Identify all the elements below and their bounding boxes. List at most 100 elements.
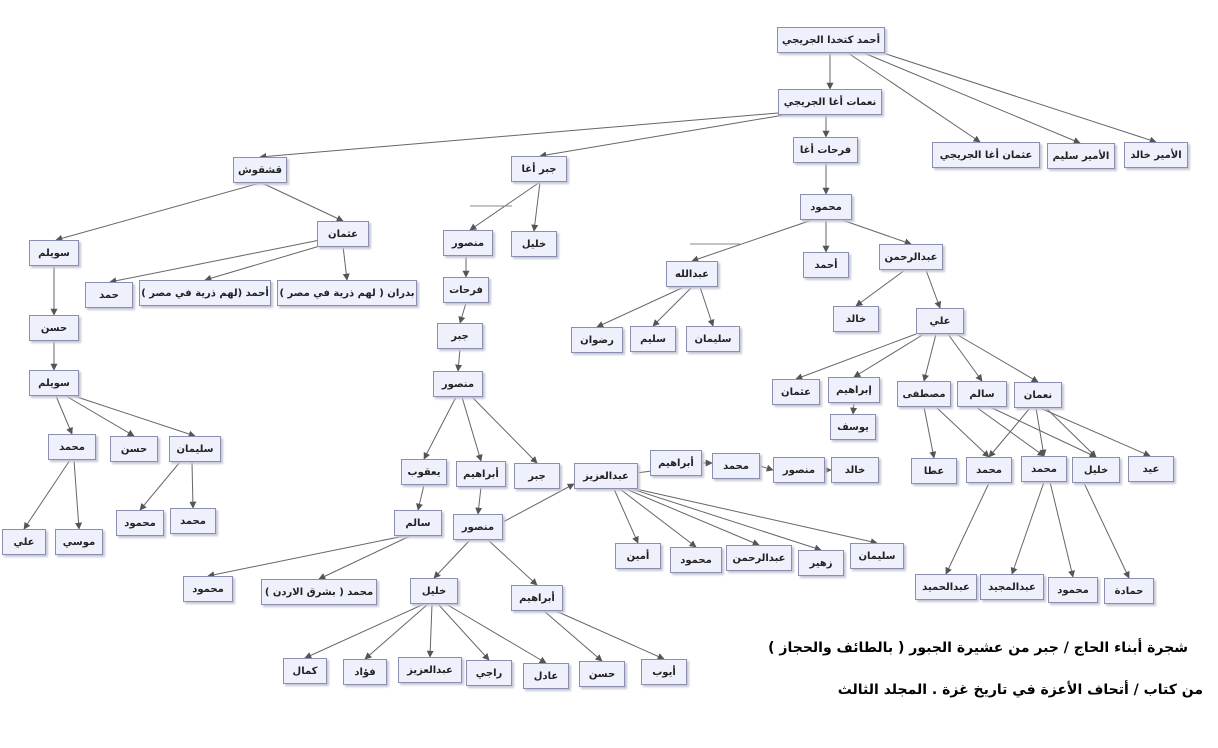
tree-node: حمادة [1104,578,1154,604]
tree-node: حسن [29,315,79,341]
tree-node: خليل [511,231,557,257]
tree-node: عبدالمجيد [980,574,1044,600]
connector-line [261,182,344,222]
tree-node: محمد [48,434,96,460]
connector-line [304,603,425,659]
connector-line [1035,407,1047,457]
tree-node: عثمان [317,221,369,247]
connector-line [652,286,693,327]
connector-line [850,402,858,415]
tree-node: محمود [183,576,233,602]
tree-node: محمد [712,453,760,479]
tree-node: أحمد (لهم ذرية في مصر ) [139,280,271,306]
connector-line [613,488,639,544]
connector-line [863,52,1081,144]
tree-node: محمود [116,510,164,536]
connector-line [947,333,983,382]
tree-node: عثمان أغا الجريجي [932,142,1040,168]
connector-line [487,539,538,586]
connector-line [364,603,429,660]
connector-line [795,333,917,381]
tree-node: سويلم [29,370,79,396]
connector-line [461,396,483,462]
tree-node: عيد [1128,456,1174,482]
connector-line [318,535,411,580]
connector-line [65,395,135,437]
connector-line [923,406,937,459]
connector-line [935,406,990,458]
tree-node: عادل [523,663,569,689]
connector-line [55,395,73,435]
tree-node: أبراهيم [650,450,702,476]
connector-line [475,486,483,515]
tree-node: مصطفى [897,381,951,407]
tree-node: عبدالعزيز [574,463,638,489]
tree-node: أبراهيم [456,461,506,487]
tree-node: فرحات [443,277,489,303]
tree-node: جبر أغا [511,156,567,182]
tree-node: إبراهيم [828,377,880,403]
connector-line [625,488,760,546]
tree-node: عبدالرحمن [879,244,943,270]
tree-node: حسن [110,436,158,462]
tree-node: الأمير سليم [1047,143,1115,169]
tree-node: حمد [85,282,133,308]
tree-node: عبدالعزيز [398,657,462,683]
tree-node: عطا [911,458,957,484]
connector-line [342,245,350,281]
tree-node: يوسف [830,414,876,440]
connector-line [699,286,715,327]
connector-line [73,459,83,530]
connector-line [204,242,331,282]
connector-line [455,348,463,372]
tree-node: محمد [1021,456,1067,482]
diagram-caption-line1: شجرة أبناء الحاج / جبر من عشيرة الجبور (… [768,640,1188,656]
connector-line [433,539,471,579]
tree-node: سالم [957,381,1007,407]
tree-node: أحمد [803,252,849,278]
connector-line [445,603,547,664]
tree-node: يعقوب [401,459,447,485]
connector-line [471,396,538,464]
connector-line [759,464,774,472]
tree-node: منصور [443,230,493,256]
tree-node: أمين [615,543,661,569]
connector-line [847,52,981,143]
tree-node: محمد [170,508,216,534]
tree-node: زهير [798,550,844,576]
connector-line [691,219,813,263]
connector-line [955,333,1039,383]
tree-node: منصور [773,457,825,483]
tree-node: أحمد كتخدا الجريجي [777,27,885,53]
connector-line [502,483,575,523]
tree-node: سليمان [686,326,740,352]
tree-node: عبدالله [666,261,718,287]
connector-line [73,395,196,438]
tree-node: محمد ( بشرق الاردن ) [261,579,377,605]
tree-node: خالد [831,457,879,483]
connector-line [988,407,1031,458]
connector-line [631,488,822,552]
connector-line [945,482,990,575]
connector-line [543,610,603,662]
tree-node: سليمان [850,543,904,569]
connector-line [853,333,925,378]
tree-node: الأمير خالد [1124,142,1188,168]
tree-node: قشقوش [233,157,287,183]
tree-node: حسن [579,661,625,687]
connector-line [207,535,405,579]
tree-node: موسي [55,529,103,555]
tree-node: عبدالرحمن [726,545,792,571]
connector-line [635,488,878,546]
tree-node: خالد [833,306,879,332]
connector-line [841,219,912,246]
tree-node: سالم [394,510,442,536]
connector-line [109,239,321,285]
connector-line [619,488,697,548]
diagram-caption-line2: من كتاب / أتحاف الأعزة في تاريخ غزة . ال… [837,682,1203,698]
tree-node: محمد [966,457,1012,483]
connector-line [925,269,942,309]
tree-node: نعمات أغا الجريجي [778,89,882,115]
tree-node: جبر [514,463,560,489]
